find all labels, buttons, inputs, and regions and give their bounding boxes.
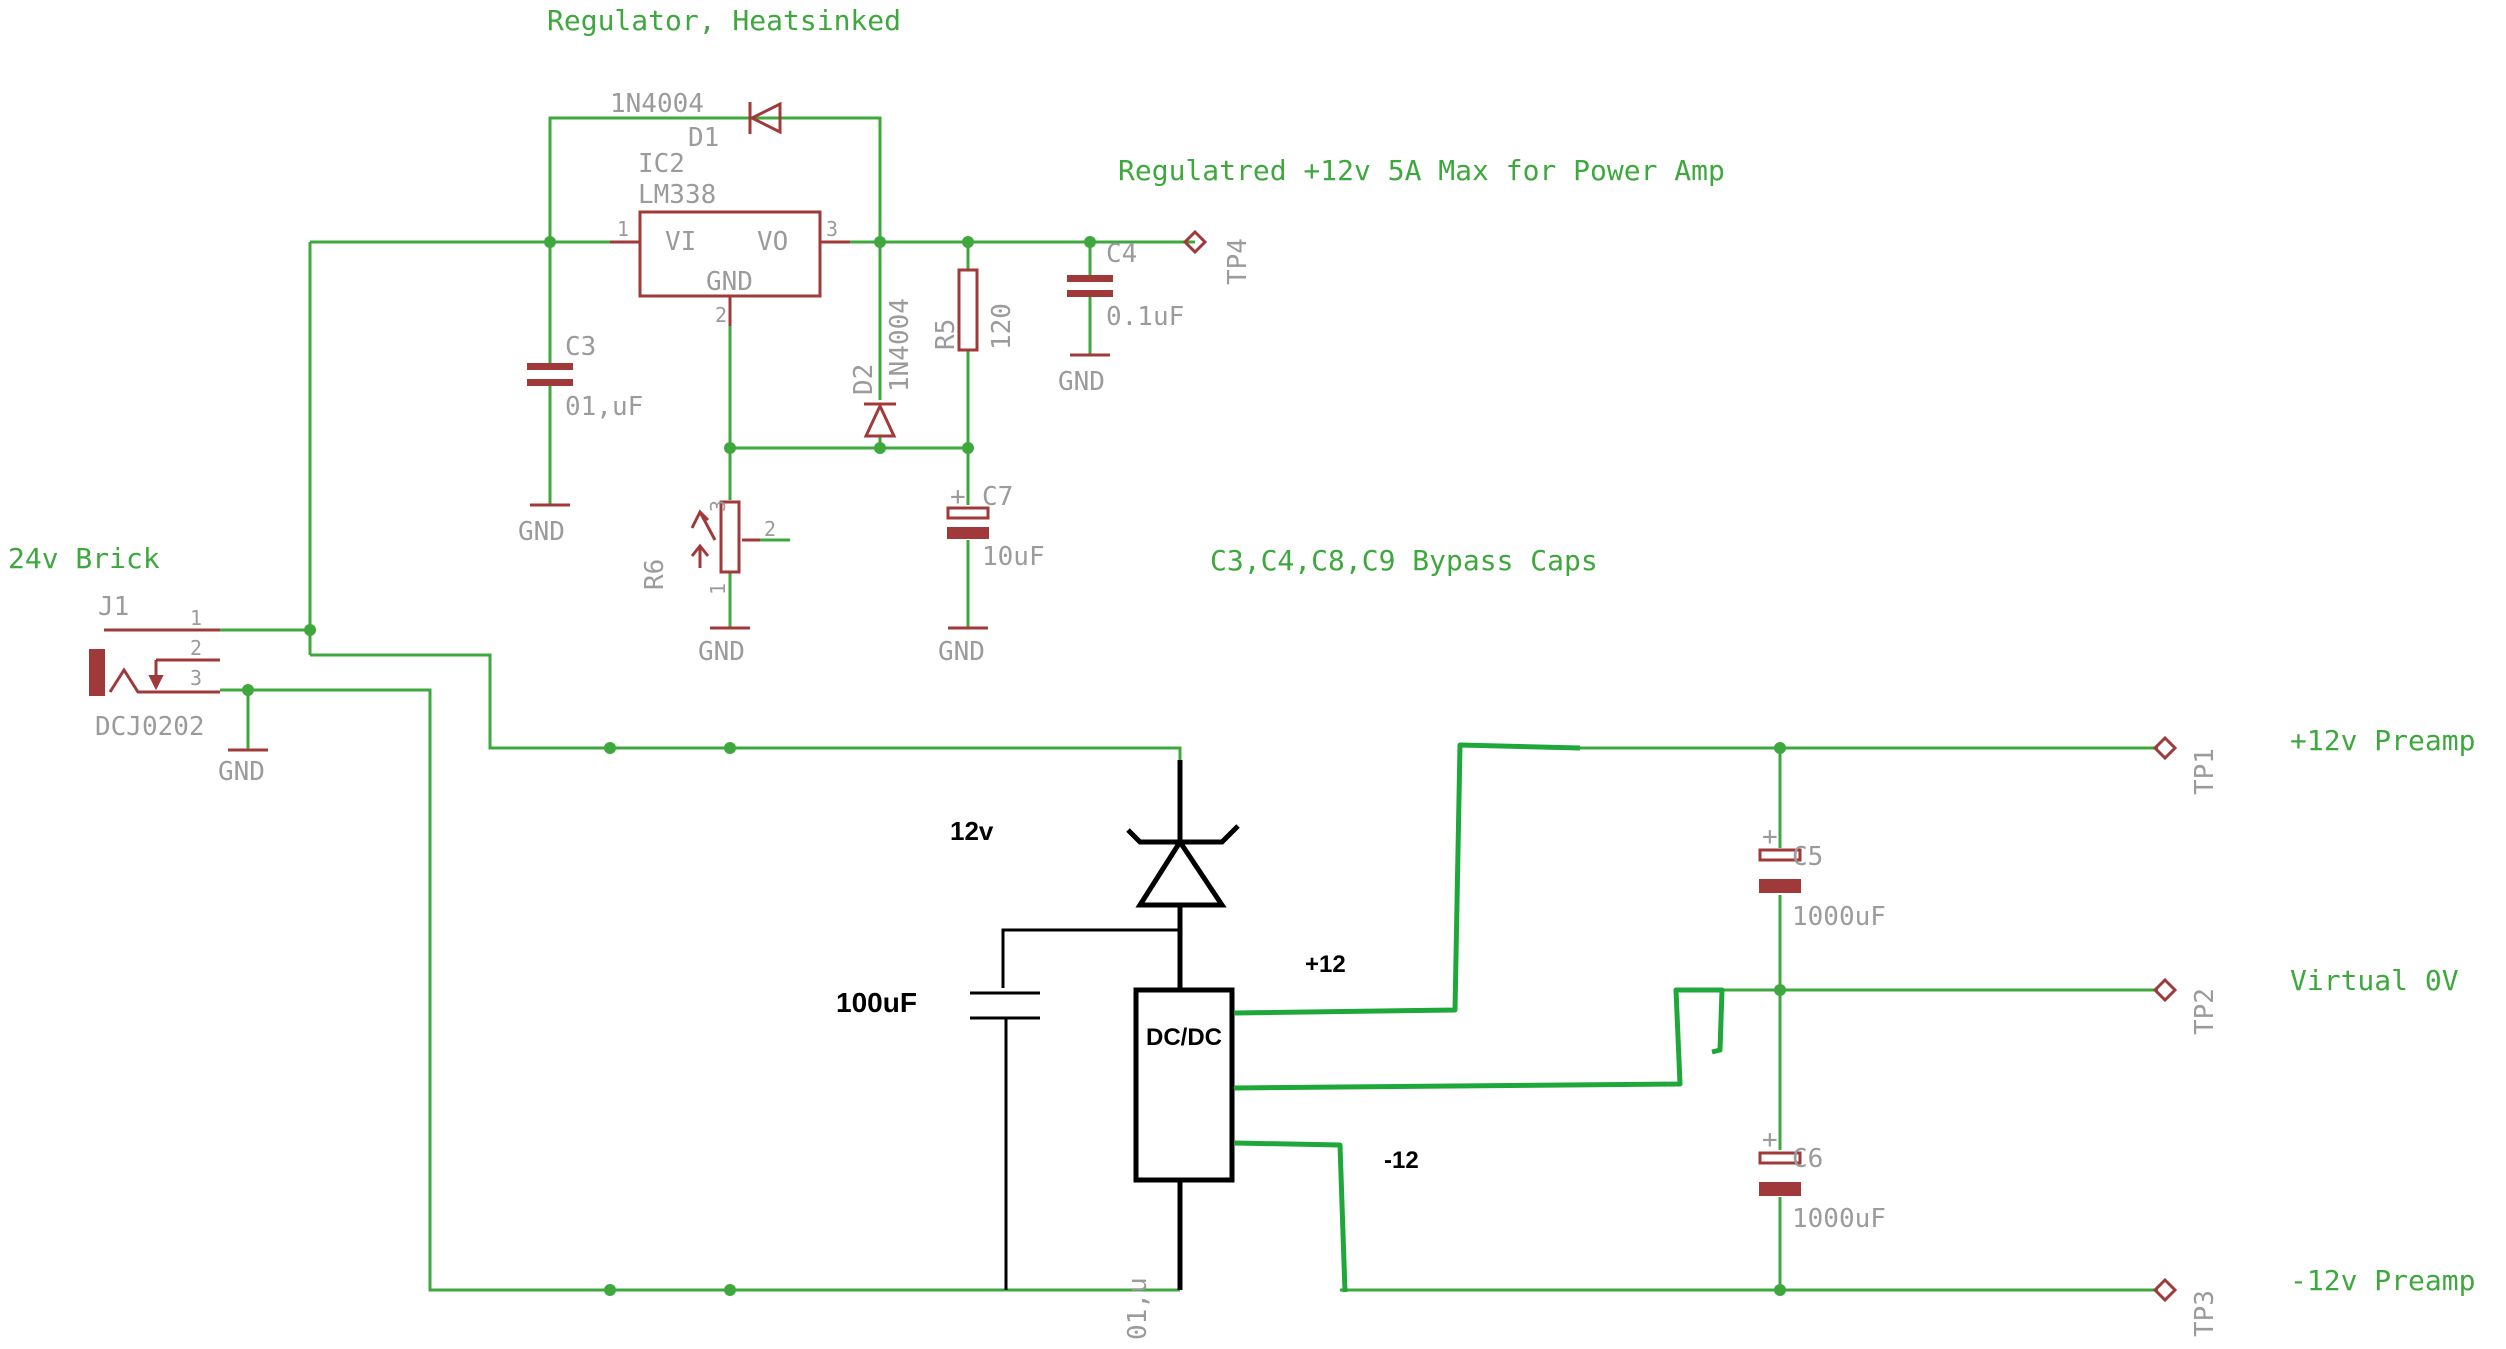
tp2-ref: TP2 bbox=[2190, 988, 2220, 1035]
regulator-note: Regulator, Heatsinked bbox=[547, 4, 901, 37]
ground-symbols bbox=[228, 353, 1110, 752]
c5-plus: + bbox=[1762, 822, 1778, 852]
testpoint-tp3 bbox=[2152, 1277, 2178, 1303]
gnd-label-c4: GND bbox=[1058, 367, 1105, 397]
sketch-drawing bbox=[970, 760, 1240, 1290]
regulated-output-note: Regulatred +12v 5A Max for Power Amp bbox=[1118, 154, 1725, 187]
c3-ref: C3 bbox=[565, 332, 596, 362]
dc-jack-j1 bbox=[89, 628, 220, 696]
ic2-pin-vo: VO bbox=[757, 227, 788, 257]
c6-value: 1000uF bbox=[1792, 1204, 1886, 1234]
ic2-pin-vi: VI bbox=[665, 227, 696, 257]
diode-d2 bbox=[863, 402, 897, 438]
hand-drawn-outputs bbox=[1233, 742, 1725, 1293]
j1-pin1-num: 1 bbox=[190, 606, 202, 630]
d2-type: 1N4004 bbox=[885, 298, 915, 392]
c5-value: 1000uF bbox=[1792, 902, 1886, 932]
nets bbox=[220, 116, 2158, 1292]
dcdc-minus-label: -12 bbox=[1384, 1147, 1419, 1174]
ic2-ref: IC2 bbox=[638, 149, 685, 179]
testpoint-tp4 bbox=[1182, 229, 1208, 255]
c6-ref: C6 bbox=[1792, 1144, 1823, 1174]
c6-plus: + bbox=[1762, 1125, 1778, 1155]
regulator-ic2 bbox=[610, 210, 850, 326]
virtual-0v-label: Virtual 0V bbox=[2290, 964, 2459, 997]
r5-value: 120 bbox=[987, 303, 1017, 350]
bottom-cap-value: 01,u bbox=[1123, 1277, 1153, 1340]
capacitor-c7 bbox=[946, 506, 990, 539]
c5-ref: C5 bbox=[1792, 842, 1823, 872]
r5-ref: R5 bbox=[931, 319, 961, 350]
d1-ref: D1 bbox=[688, 123, 719, 153]
testpoint-tp2 bbox=[2152, 977, 2178, 1003]
tp1-ref: TP1 bbox=[2190, 748, 2220, 795]
resistor-r5 bbox=[957, 268, 979, 352]
capacitor-c6 bbox=[1758, 1151, 1802, 1196]
diode-d1 bbox=[748, 101, 782, 135]
dcdc-plus-label: +12 bbox=[1305, 951, 1346, 978]
c4-ref: C4 bbox=[1106, 239, 1137, 269]
c3-value: 01,uF bbox=[565, 392, 643, 422]
c4-value: 0.1uF bbox=[1106, 302, 1184, 332]
d2-ref: D2 bbox=[849, 364, 879, 395]
gnd-label-j1: GND bbox=[218, 757, 265, 787]
ic2-pin2-num: 2 bbox=[715, 303, 727, 327]
ic2-pin3-num: 3 bbox=[826, 217, 838, 241]
j1-type: DCJ0202 bbox=[95, 712, 205, 742]
r6-ref: R6 bbox=[640, 559, 670, 590]
ic2-type: LM338 bbox=[638, 180, 716, 210]
r6-pin2-num: 2 bbox=[764, 517, 776, 541]
r6-pin1-num: 1 bbox=[706, 583, 730, 595]
c7-value: 10uF bbox=[982, 542, 1045, 572]
c7-plus: + bbox=[950, 482, 966, 512]
gnd-label-c7: GND bbox=[938, 637, 985, 667]
sketch-cap-label: 100uF bbox=[836, 987, 917, 1018]
capacitor-c5 bbox=[1758, 848, 1802, 893]
gnd-label-r6: GND bbox=[698, 637, 745, 667]
ic2-pin1-num: 1 bbox=[617, 217, 629, 241]
j1-ref: J1 bbox=[98, 592, 129, 622]
capacitor-c3 bbox=[527, 363, 573, 386]
testpoint-tp1 bbox=[2152, 735, 2178, 761]
tp4-ref: TP4 bbox=[1223, 238, 1253, 285]
dcdc-label: DC/DC bbox=[1146, 1024, 1222, 1051]
r6-pin3-num: 3 bbox=[706, 500, 730, 512]
tp3-ref: TP3 bbox=[2190, 1290, 2220, 1337]
j1-pin2-num: 2 bbox=[190, 636, 202, 660]
trimpot-r6 bbox=[690, 500, 760, 574]
bypass-caps-note: C3,C4,C8,C9 Bypass Caps bbox=[1210, 544, 1598, 577]
plus12-preamp-label: +12v Preamp bbox=[2290, 724, 2475, 757]
brick-note: 24v Brick bbox=[8, 542, 160, 575]
ic2-pin-gnd: GND bbox=[706, 267, 753, 297]
c7-ref: C7 bbox=[982, 482, 1013, 512]
zener-label: 12v bbox=[950, 816, 994, 846]
j1-pin3-num: 3 bbox=[190, 666, 202, 690]
junction-dots bbox=[242, 236, 1786, 1296]
gnd-label-c3: GND bbox=[518, 517, 565, 547]
minus12-preamp-label: -12v Preamp bbox=[2290, 1264, 2475, 1297]
capacitor-c4 bbox=[1067, 275, 1113, 297]
d1-type: 1N4004 bbox=[610, 89, 704, 119]
